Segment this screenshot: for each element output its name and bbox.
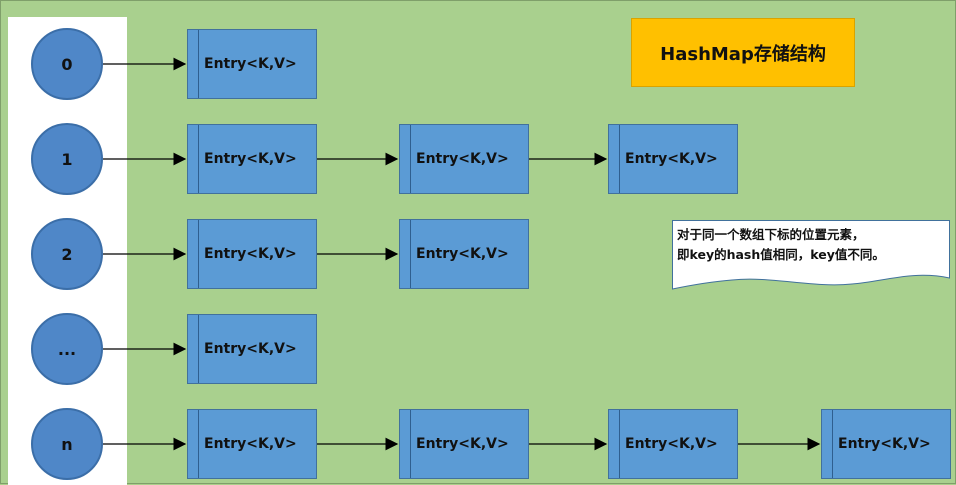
- entry-node: Entry<K,V>: [399, 409, 529, 479]
- entry-node: Entry<K,V>: [608, 409, 738, 479]
- note-line-2: 即key的hash值相同，key值不同。: [677, 247, 885, 262]
- bucket-node-4: n: [31, 408, 103, 480]
- bucket-node-1: 1: [31, 123, 103, 195]
- entry-node: Entry<K,V>: [821, 409, 951, 479]
- entry-node: Entry<K,V>: [187, 219, 317, 289]
- entry-node: Entry<K,V>: [187, 409, 317, 479]
- note-callout: 对于同一个数组下标的位置元素， 即key的hash值相同，key值不同。: [672, 220, 950, 290]
- entry-node: Entry<K,V>: [187, 124, 317, 194]
- bucket-node-2: 2: [31, 218, 103, 290]
- entry-node: Entry<K,V>: [399, 219, 529, 289]
- entry-node: Entry<K,V>: [608, 124, 738, 194]
- bucket-node-3: ...: [31, 313, 103, 385]
- note-shape: [672, 220, 950, 290]
- bucket-node-0: 0: [31, 28, 103, 100]
- diagram-title: HashMap存储结构: [631, 18, 855, 87]
- note-line-1: 对于同一个数组下标的位置元素，: [677, 227, 865, 242]
- entry-node: Entry<K,V>: [187, 314, 317, 384]
- entry-node: Entry<K,V>: [187, 29, 317, 99]
- entry-node: Entry<K,V>: [399, 124, 529, 194]
